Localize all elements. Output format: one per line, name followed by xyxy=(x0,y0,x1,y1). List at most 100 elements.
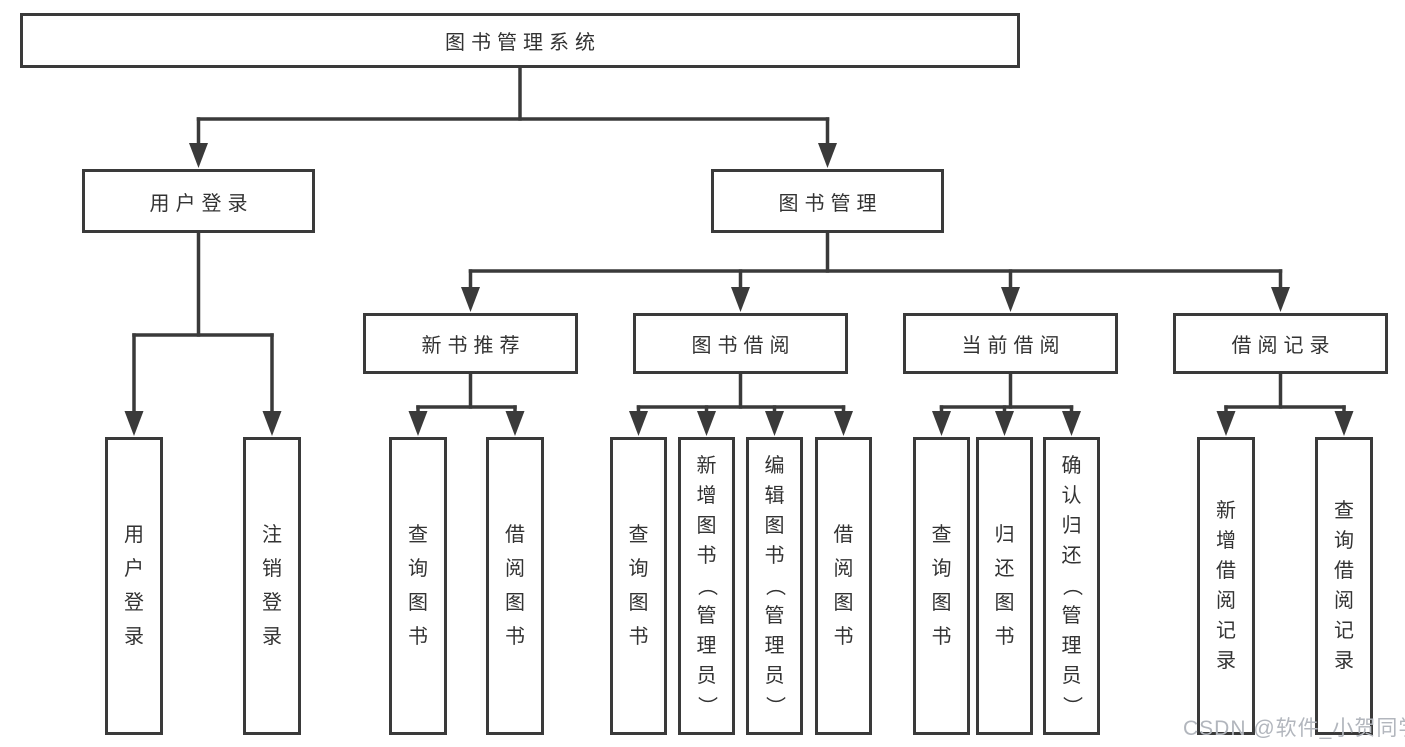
node-label-char: 借 xyxy=(1216,560,1236,582)
node-label-char: 员 xyxy=(1061,665,1082,687)
node-label-char: 图 xyxy=(931,592,952,614)
node-label-char: 管 xyxy=(696,605,717,627)
arrowhead-down-icon xyxy=(189,143,208,168)
node-label: 用户登录 xyxy=(149,192,254,215)
arrowhead-down-icon xyxy=(505,411,525,436)
node-label: 借阅记录 xyxy=(1231,335,1336,357)
arrowhead-down-icon xyxy=(629,411,648,436)
node-label-char: 图 xyxy=(764,515,785,537)
node-label-char: 增 xyxy=(1216,530,1236,552)
node-label-char: 阅 xyxy=(1216,590,1236,612)
node-leaf-confirm-return: 确认归还（管理员） xyxy=(1043,437,1100,735)
node-root: 图书管理系统 xyxy=(20,13,1020,68)
node-label: 图书借阅 xyxy=(691,335,796,357)
node-label-char: 阅 xyxy=(1334,590,1354,612)
node-label-char: 查 xyxy=(1334,500,1354,522)
node-label-char: 新 xyxy=(1216,500,1236,522)
node-leaf-query-book-b: 查询图书 xyxy=(610,437,667,735)
node-label-char: 图 xyxy=(408,592,428,614)
node-label-char: 阅 xyxy=(833,558,854,580)
node-label: 新书推荐 xyxy=(421,335,526,357)
node-label-char: 确 xyxy=(1061,455,1082,477)
node-label-char: 借 xyxy=(1334,560,1354,582)
node-label-char: 询 xyxy=(408,558,428,580)
arrowhead-down-icon xyxy=(834,411,853,436)
arrowhead-down-icon xyxy=(697,411,716,436)
node-label-char: 书 xyxy=(505,626,525,648)
node-leaf-query-book-a: 查询图书 xyxy=(389,437,447,735)
node-label-char: ） xyxy=(1060,696,1083,716)
node-label: 图书管理 xyxy=(778,192,883,215)
node-label-char: 记 xyxy=(1216,620,1236,642)
node-label-char: 图 xyxy=(833,592,854,614)
node-label-char: 查 xyxy=(408,524,428,546)
arrowhead-down-icon xyxy=(995,411,1014,436)
node-book-mgmt: 图书管理 xyxy=(711,169,944,233)
node-leaf-logout: 注销登录 xyxy=(243,437,301,735)
node-label-char: 归 xyxy=(994,524,1015,546)
node-label-char: 借 xyxy=(505,524,525,546)
node-label-char: 图 xyxy=(505,592,525,614)
node-new-book-rec: 新书推荐 xyxy=(363,313,578,374)
node-label-char: 借 xyxy=(833,524,854,546)
node-book-borrow: 图书借阅 xyxy=(633,313,848,374)
node-label-char: 图 xyxy=(696,515,717,537)
node-label-char: 书 xyxy=(408,626,428,648)
arrowhead-down-icon xyxy=(818,143,837,168)
node-label-char: 管 xyxy=(1061,605,1082,627)
arrowhead-down-icon xyxy=(1062,411,1081,436)
node-label-char: 阅 xyxy=(505,558,525,580)
node-label: 图书管理系统 xyxy=(445,32,601,54)
arrowhead-down-icon xyxy=(124,411,144,436)
node-leaf-borrow-book-a: 借阅图书 xyxy=(486,437,544,735)
node-leaf-query-book-c: 查询图书 xyxy=(913,437,970,735)
node-label-char: （ xyxy=(1060,576,1083,596)
node-label-char: 录 xyxy=(1334,650,1354,672)
node-label-char: 增 xyxy=(696,485,717,507)
node-borrow-records: 借阅记录 xyxy=(1173,313,1388,374)
node-label-char: 询 xyxy=(931,558,952,580)
arrowhead-down-icon xyxy=(262,411,282,436)
arrowhead-down-icon xyxy=(765,411,784,436)
arrowhead-down-icon xyxy=(1334,411,1354,436)
node-label-char: 记 xyxy=(1334,620,1354,642)
arrowhead-down-icon xyxy=(1216,411,1236,436)
arrowhead-down-icon xyxy=(1271,287,1290,312)
node-label-char: ） xyxy=(763,696,786,716)
node-leaf-add-book: 新增图书（管理员） xyxy=(678,437,735,735)
arrowhead-down-icon xyxy=(461,287,480,312)
node-leaf-query-record: 查询借阅记录 xyxy=(1315,437,1373,735)
arrowhead-down-icon xyxy=(408,411,428,436)
node-leaf-return-book: 归还图书 xyxy=(976,437,1033,735)
node-label-char: ） xyxy=(695,696,718,716)
node-label-char: 图 xyxy=(628,592,649,614)
node-user-login: 用户登录 xyxy=(82,169,315,233)
node-label-char: 书 xyxy=(764,545,785,567)
node-label-char: 还 xyxy=(994,558,1015,580)
node-label-char: 录 xyxy=(124,626,144,648)
node-leaf-add-record: 新增借阅记录 xyxy=(1197,437,1255,735)
node-leaf-user-login: 用户登录 xyxy=(105,437,163,735)
node-leaf-edit-book: 编辑图书（管理员） xyxy=(746,437,803,735)
node-label-char: 用 xyxy=(124,524,144,546)
node-label-char: 员 xyxy=(696,665,717,687)
node-label-char: 查 xyxy=(628,524,649,546)
node-label-char: （ xyxy=(763,576,786,596)
watermark: CSDN @软件_小贺同学 xyxy=(1183,717,1405,740)
node-label-char: 询 xyxy=(628,558,649,580)
node-label: 当前借阅 xyxy=(961,335,1066,357)
node-label-char: 书 xyxy=(628,626,649,648)
node-label-char: 书 xyxy=(994,626,1015,648)
node-label-char: 新 xyxy=(696,455,717,477)
node-label-char: 书 xyxy=(696,545,717,567)
arrowhead-down-icon xyxy=(932,411,951,436)
node-label-char: 书 xyxy=(931,626,952,648)
node-label-char: 还 xyxy=(1061,545,1082,567)
node-label-char: 户 xyxy=(124,558,144,580)
node-label-char: 查 xyxy=(931,524,952,546)
node-label-char: 询 xyxy=(1334,530,1354,552)
node-label-char: 管 xyxy=(764,605,785,627)
node-label-char: 辑 xyxy=(764,485,785,507)
